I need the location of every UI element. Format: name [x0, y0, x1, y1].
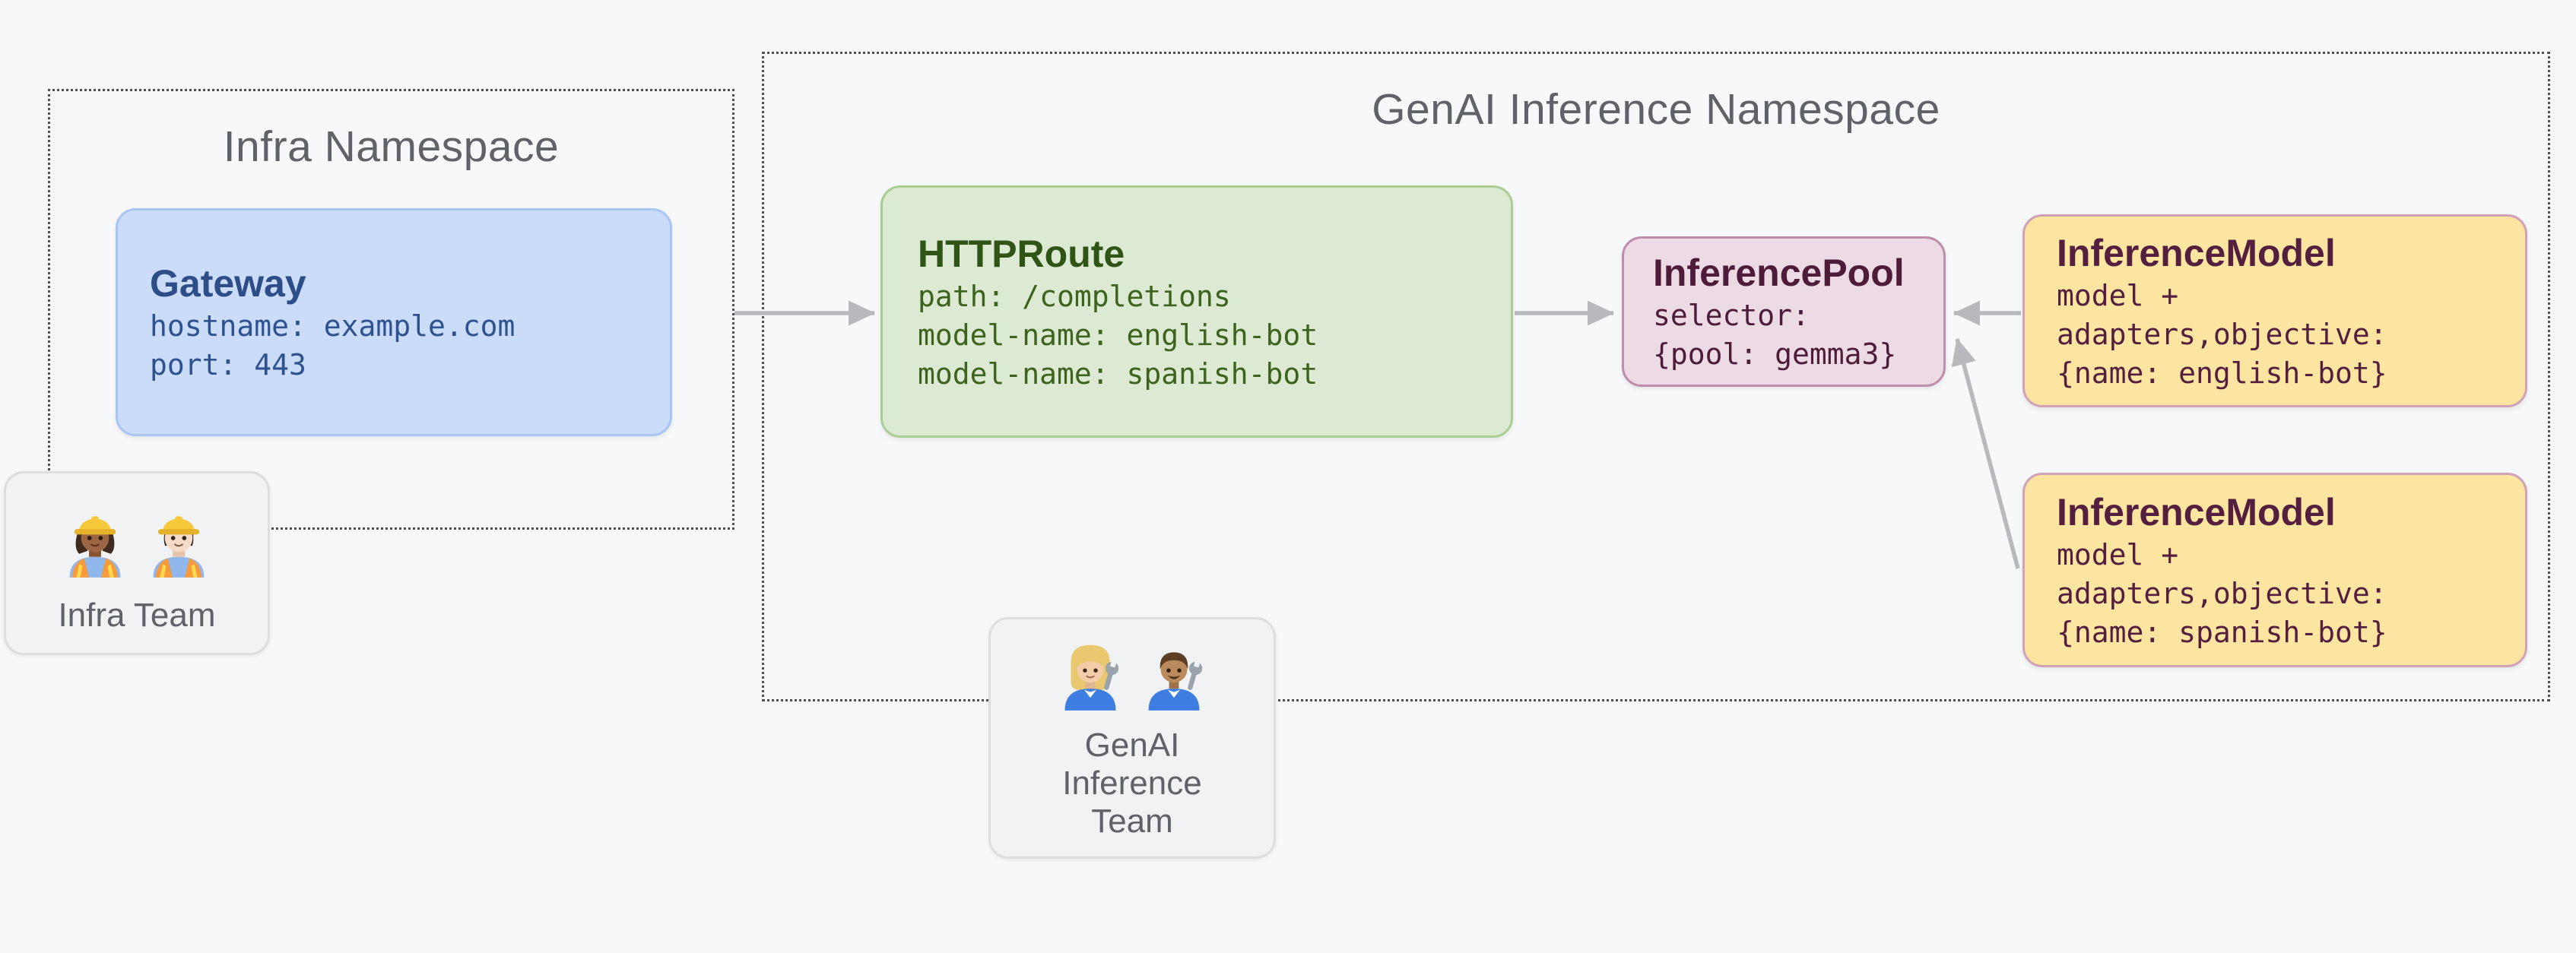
- inferencemodel-english-line-3: {name: english-bot}: [2057, 356, 2387, 390]
- inferencepool-pool-line: {pool: gemma3}: [1653, 337, 1897, 371]
- man-mechanic-icon: [1148, 652, 1203, 711]
- genai-team-label-line-3: Team: [1091, 803, 1173, 840]
- inferencemodel-english-title: InferenceModel: [2057, 231, 2336, 274]
- inferencepool-node: InferencePool selector: {pool: gemma3}: [1622, 236, 1946, 387]
- gateway-node: Gateway hostname: example.com port: 443: [116, 208, 672, 436]
- genai-inference-namespace-box: GenAI Inference Namespace: [762, 52, 2550, 701]
- genai-inference-namespace-title: GenAI Inference Namespace: [1372, 85, 1940, 134]
- infra-team-card: Infra Team: [4, 471, 270, 655]
- woman-mechanic-icon: [1064, 644, 1119, 711]
- man-construction-worker-icon: [153, 516, 205, 578]
- inferencemodel-spanish-line-1: model +: [2057, 537, 2179, 571]
- genai-inference-team-card: GenAI Inference Team: [988, 617, 1276, 859]
- inferencepool-title: InferencePool: [1653, 252, 1905, 294]
- genai-team-label: GenAI Inference Team: [1062, 727, 1201, 841]
- gateway-hostname-line: hostname: example.com: [150, 309, 516, 343]
- genai-team-icons: [1052, 635, 1213, 713]
- httproute-node: HTTPRoute path: /completions model-name:…: [880, 185, 1513, 438]
- inferencemodel-english-node: InferenceModel model + adapters,objectiv…: [2022, 214, 2527, 407]
- woman-construction-worker-icon: [69, 516, 121, 578]
- inferencemodel-spanish-line-2: adapters,objective:: [2057, 576, 2387, 610]
- inferencemodel-english-line-2: adapters,objective:: [2057, 317, 2387, 351]
- inferencemodel-english-line-1: model +: [2057, 278, 2179, 312]
- infra-namespace-box: Infra Namespace: [48, 89, 734, 530]
- gateway-title: Gateway: [150, 262, 306, 305]
- inferencepool-selector-line: selector:: [1653, 299, 1810, 332]
- infra-namespace-title: Infra Namespace: [223, 122, 560, 171]
- inferencemodel-spanish-title: InferenceModel: [2057, 490, 2336, 533]
- genai-team-label-line-1: GenAI: [1084, 727, 1180, 764]
- gateway-port-line: port: 443: [150, 348, 306, 382]
- httproute-modelname-spanish-line: model-name: spanish-bot: [918, 356, 1318, 391]
- inferencemodel-spanish-node: InferenceModel model + adapters,objectiv…: [2022, 473, 2527, 667]
- infra-team-label: Infra Team: [58, 597, 216, 634]
- inferencemodel-spanish-line-3: {name: spanish-bot}: [2057, 615, 2387, 649]
- httproute-title: HTTPRoute: [918, 232, 1125, 275]
- infra-team-icons: [56, 502, 217, 580]
- httproute-modelname-english-line: model-name: english-bot: [918, 318, 1318, 352]
- httproute-path-line: path: /completions: [918, 279, 1231, 313]
- genai-team-label-line-2: Inference: [1062, 765, 1202, 802]
